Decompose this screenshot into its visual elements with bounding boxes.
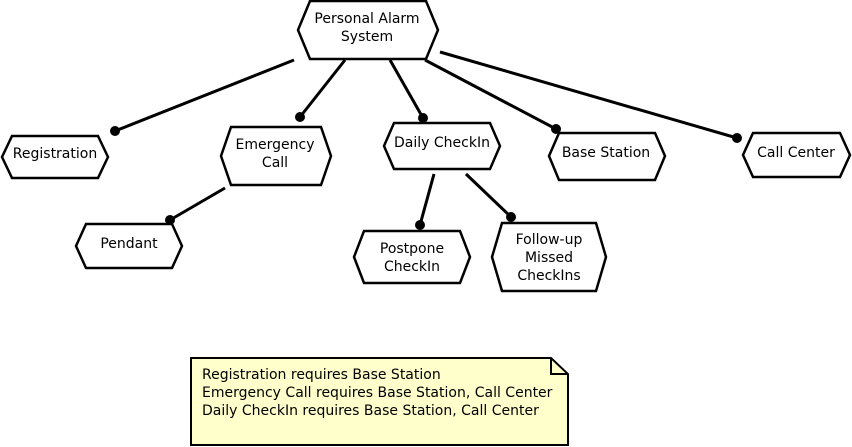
feature-emergency-call-line-1: Emergency <box>236 137 315 153</box>
feature-base-station-label: Base Station <box>562 145 650 161</box>
constraint-line-2: Emergency Call requires Base Station, Ca… <box>202 385 553 401</box>
feature-daily-checkin[interactable]: Daily CheckIn <box>382 121 502 171</box>
optional-dot-call-center <box>732 133 742 143</box>
feature-registration-label: Registration <box>13 146 97 162</box>
feature-call-center[interactable]: Call Center <box>741 131 852 179</box>
optional-dot-base-station <box>551 124 561 134</box>
edge-emergency-pendant <box>169 186 226 222</box>
optional-dot-registration <box>110 126 120 136</box>
optional-dot-emergency-call <box>295 112 305 122</box>
edge-root-emergency-call <box>298 59 347 118</box>
edge-daily-postpone <box>418 173 436 226</box>
constraints-note: Registration requires Base Station Emerg… <box>190 357 569 446</box>
feature-root-line-2: System <box>341 29 393 45</box>
edge-root-base-station <box>424 58 557 131</box>
feature-daily-checkin-label: Daily CheckIn <box>394 135 490 151</box>
optional-dot-postpone <box>415 220 425 230</box>
edge-root-call-center <box>439 50 738 140</box>
feature-pendant[interactable]: Pendant <box>74 222 184 270</box>
feature-emergency-call[interactable]: Emergency Call <box>219 125 333 187</box>
constraint-line-1: Registration requires Base Station <box>202 367 441 383</box>
edge-root-registration <box>114 58 295 133</box>
feature-emergency-call-line-2: Call <box>262 155 288 171</box>
feature-followup-missed[interactable]: Follow-up Missed CheckIns <box>490 221 608 293</box>
edge-root-daily-checkin <box>388 59 425 119</box>
feature-postpone-checkin[interactable]: Postpone CheckIn <box>352 229 472 285</box>
feature-followup-line-3: CheckIns <box>517 268 580 284</box>
optional-markers <box>110 112 742 230</box>
optional-dot-daily-checkin <box>418 113 428 123</box>
connectors <box>114 50 738 226</box>
feature-base-station[interactable]: Base Station <box>547 131 667 182</box>
edge-daily-followup <box>464 172 513 219</box>
optional-dot-followup <box>506 212 516 222</box>
feature-root-line-1: Personal Alarm <box>314 11 419 27</box>
feature-registration[interactable]: Registration <box>0 134 110 180</box>
feature-call-center-label: Call Center <box>757 145 835 161</box>
feature-postpone-line-2: CheckIn <box>384 259 440 275</box>
feature-postpone-line-1: Postpone <box>380 241 444 257</box>
optional-dot-pendant <box>165 215 175 225</box>
feature-followup-line-1: Follow-up <box>516 232 583 248</box>
feature-root[interactable]: Personal Alarm System <box>296 0 440 61</box>
feature-pendant-label: Pendant <box>100 236 158 252</box>
feature-followup-line-2: Missed <box>525 250 573 266</box>
constraint-line-3: Daily CheckIn requires Base Station, Cal… <box>202 403 539 419</box>
